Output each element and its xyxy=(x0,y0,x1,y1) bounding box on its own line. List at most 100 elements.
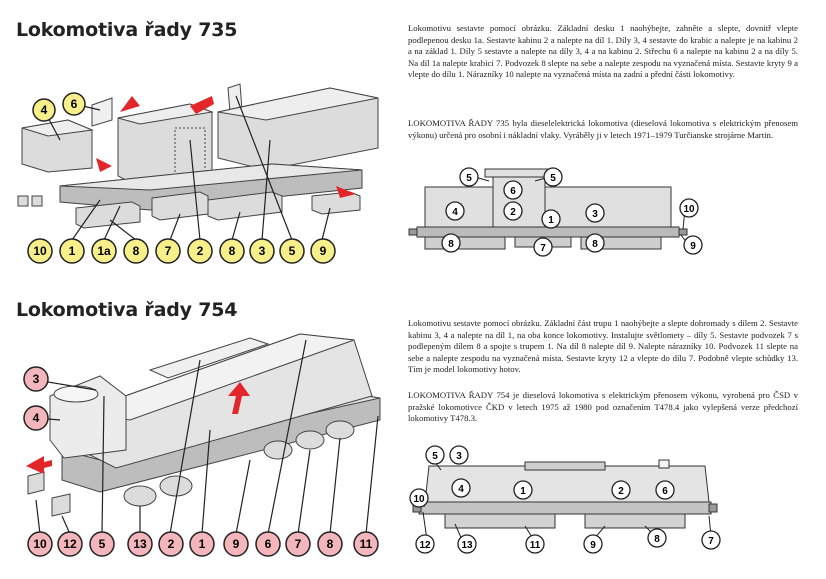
side-label-754-4: 4 xyxy=(451,478,471,498)
part-number: 6 xyxy=(510,186,516,197)
side-label-735-2: 2 xyxy=(503,201,523,221)
side-label-735-4: 4 xyxy=(445,201,465,221)
label-754-10: 10 xyxy=(27,531,53,557)
part-number: 2 xyxy=(510,207,516,218)
part-number: 13 xyxy=(133,537,147,551)
label-754-8: 8 xyxy=(317,531,343,557)
part-number: 8 xyxy=(229,244,236,258)
description-754: LOKOMOTIVA ŘADY 754 je dieselová lokomot… xyxy=(408,390,798,424)
label-735-7: 7 xyxy=(155,238,181,264)
part-number: 8 xyxy=(133,244,140,258)
label-754-3: 3 xyxy=(23,366,49,392)
part-number: 10 xyxy=(33,244,47,258)
side-label-754-9: 9 xyxy=(583,534,603,554)
part-number: 2 xyxy=(168,537,175,551)
part-number: 6 xyxy=(662,486,668,497)
side-label-754-13: 13 xyxy=(457,534,477,554)
part-number: 4 xyxy=(41,103,48,117)
label-754-2: 2 xyxy=(158,531,184,557)
part-number: 2 xyxy=(618,486,624,497)
side-label-735-6: 6 xyxy=(503,180,523,200)
part-number: 10 xyxy=(413,494,425,505)
side-view-735: 5 6 5 4 2 1 3 8 7 8 10 9 xyxy=(408,167,703,257)
instructions-735: Lokomotivu sestavte pomocí obrázku. Zákl… xyxy=(408,23,798,80)
part-number: 7 xyxy=(295,537,302,551)
label-735-3: 3 xyxy=(249,238,275,264)
label-754-1: 1 xyxy=(189,531,215,557)
side-label-754-11: 11 xyxy=(525,534,545,554)
side-label-735-5b: 5 xyxy=(543,167,563,187)
exploded-drawing-754 xyxy=(26,333,381,517)
part-number: 5 xyxy=(466,173,472,184)
part-number: 3 xyxy=(456,451,462,462)
side-label-735-1: 1 xyxy=(541,209,561,229)
part-number: 3 xyxy=(592,209,598,220)
part-number: 1 xyxy=(199,537,206,551)
exploded-labels-735: 4 6 10 1 1a 8 7 2 8 3 5 9 xyxy=(27,92,336,264)
part-number: 1a xyxy=(97,244,111,258)
label-754-12: 12 xyxy=(57,531,83,557)
part-number: 11 xyxy=(530,540,541,551)
description-735: LOKOMOTIVA ŘADY 735 byla dieselelektrick… xyxy=(408,118,798,140)
part-number: 7 xyxy=(540,243,546,254)
part-number: 8 xyxy=(654,534,660,545)
part-number: 5 xyxy=(550,173,556,184)
part-number: 8 xyxy=(327,537,334,551)
side-label-735-9: 9 xyxy=(683,235,703,255)
exploded-labels-754: 3 4 10 12 5 13 2 1 9 6 7 8 11 xyxy=(23,339,379,557)
part-number: 9 xyxy=(590,540,596,551)
side-label-754-6: 6 xyxy=(655,480,675,500)
part-number: 7 xyxy=(708,536,714,547)
part-number: 4 xyxy=(458,484,464,495)
part-number: 10 xyxy=(683,204,695,215)
label-754-4: 4 xyxy=(23,405,49,431)
page-title-754: Lokomotiva řady 754 xyxy=(16,299,238,321)
label-735-5: 5 xyxy=(279,238,305,264)
part-number: 3 xyxy=(259,244,266,258)
part-number: 5 xyxy=(432,451,438,462)
label-735-6: 6 xyxy=(62,92,86,116)
part-number: 12 xyxy=(63,537,77,551)
label-735-1: 1 xyxy=(59,238,85,264)
exploded-drawing-735 xyxy=(17,83,379,229)
label-754-6: 6 xyxy=(255,531,281,557)
side-label-754-3: 3 xyxy=(449,445,469,465)
part-number: 10 xyxy=(33,537,47,551)
side-label-754-2: 2 xyxy=(611,480,631,500)
part-number: 7 xyxy=(165,244,172,258)
part-number: 9 xyxy=(690,241,696,252)
part-number: 8 xyxy=(448,239,454,250)
part-number: 5 xyxy=(289,244,296,258)
side-label-735-7: 7 xyxy=(533,237,553,257)
instructions-754: Lokomotivu sestavte pomocí obrázku. Zákl… xyxy=(408,318,798,375)
label-735-1a: 1a xyxy=(91,238,117,264)
part-number: 4 xyxy=(452,207,458,218)
part-number: 12 xyxy=(419,540,431,551)
part-number: 2 xyxy=(197,244,204,258)
side-label-754-7: 7 xyxy=(701,530,721,550)
part-number: 8 xyxy=(592,239,598,250)
label-754-7: 7 xyxy=(285,531,311,557)
part-number: 1 xyxy=(520,486,526,497)
part-number: 13 xyxy=(461,540,473,551)
side-label-735-3: 3 xyxy=(585,203,605,223)
part-number: 5 xyxy=(99,537,106,551)
part-number: 9 xyxy=(320,244,327,258)
part-number: 3 xyxy=(33,372,40,386)
part-number: 9 xyxy=(233,537,240,551)
page-title-735: Lokomotiva řady 735 xyxy=(16,19,238,41)
side-label-754-1: 1 xyxy=(513,480,533,500)
side-label-735-8b: 8 xyxy=(585,233,605,253)
part-number: 11 xyxy=(360,537,373,551)
label-735-2: 2 xyxy=(187,238,213,264)
label-754-9: 9 xyxy=(223,531,249,557)
part-number: 4 xyxy=(33,411,40,425)
side-label-754-5: 5 xyxy=(425,445,445,465)
part-number: 6 xyxy=(71,97,78,111)
label-754-13: 13 xyxy=(127,531,153,557)
side-view-754: 5 3 4 1 2 6 10 12 13 11 9 8 7 xyxy=(409,445,721,554)
part-number: 1 xyxy=(69,244,76,258)
side-label-754-12: 12 xyxy=(415,534,435,554)
label-735-10: 10 xyxy=(27,238,53,264)
side-label-735-10: 10 xyxy=(679,198,699,218)
